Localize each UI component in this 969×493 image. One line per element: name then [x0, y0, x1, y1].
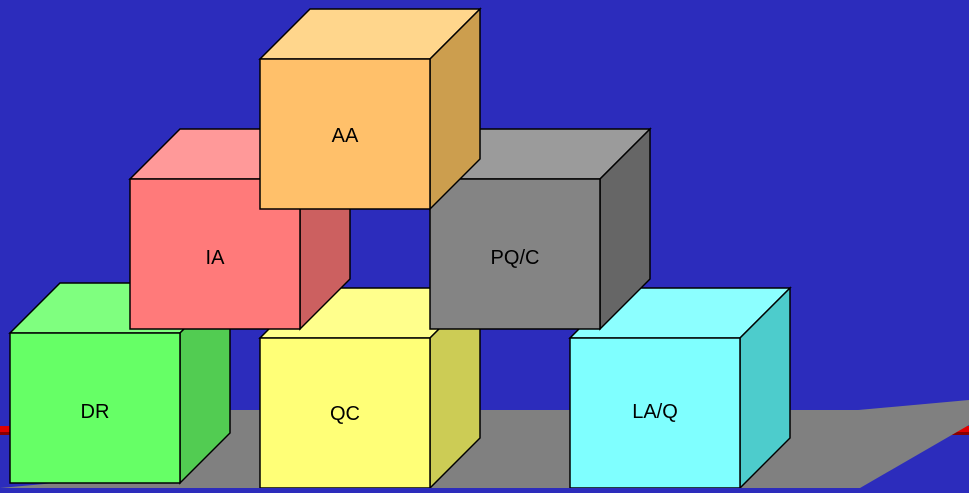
- block-aa: AA: [258, 7, 482, 211]
- block-laq-label: LA/Q: [632, 401, 678, 423]
- block-aa-label: AA: [332, 125, 359, 147]
- block-pqc: PQ/C: [428, 127, 652, 331]
- block-dr-label: DR: [81, 401, 110, 423]
- block-qc-front: [259, 337, 431, 489]
- block-aa-front: [259, 58, 431, 210]
- block-ia-label: IA: [206, 247, 226, 269]
- block-qc-label: QC: [330, 403, 360, 425]
- block-qc: QC: [258, 286, 482, 490]
- block-pqc-label: PQ/C: [491, 247, 540, 269]
- block-dr-front: [9, 332, 181, 484]
- block-pqc-front: [429, 178, 601, 330]
